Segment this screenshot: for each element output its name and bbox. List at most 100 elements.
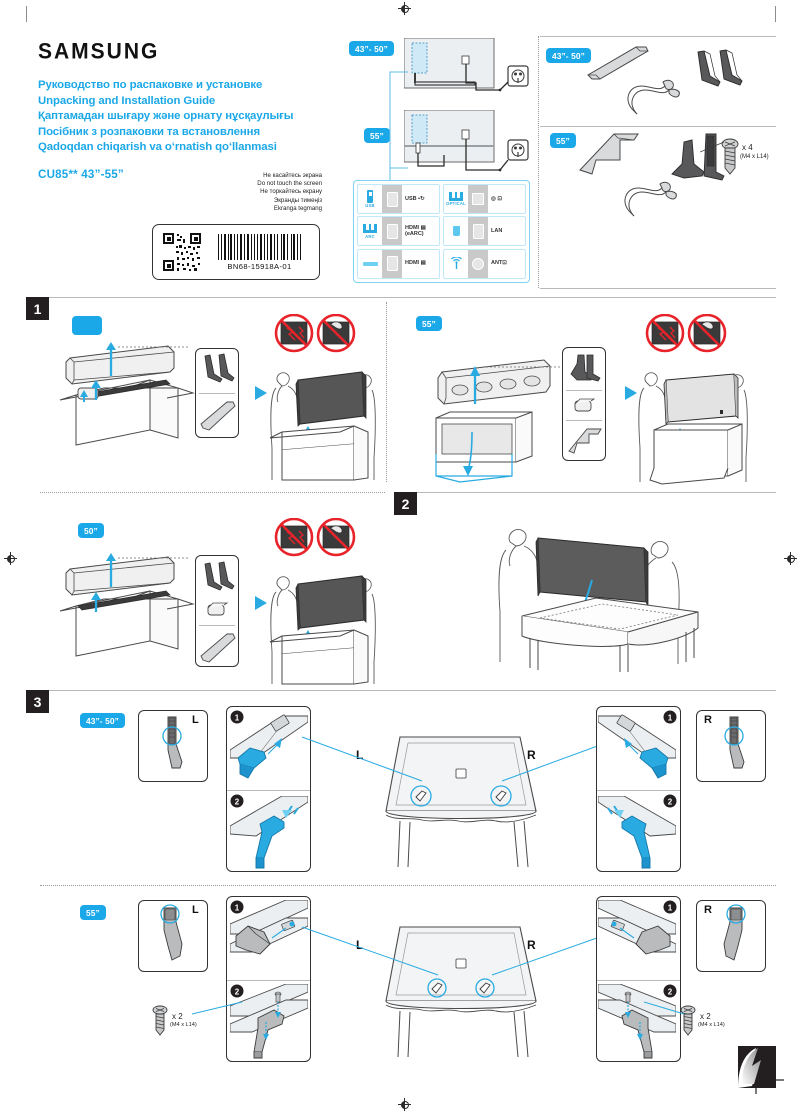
prohibition-icons-step1-43 (274, 314, 356, 353)
warning-uz: Ekranga tegmang (273, 204, 322, 212)
svg-text:1: 1 (668, 713, 673, 722)
crop-line-top-right (775, 6, 776, 22)
arc-icon-label: ARC (365, 233, 375, 239)
hdmi-icon (358, 261, 382, 266)
accessories-divider-left (538, 36, 539, 288)
step3-row-divider (40, 885, 776, 886)
step3-substep2-badge-right-43: 2 (663, 794, 677, 808)
screw-leader-step3-left-55 (192, 1001, 243, 1015)
step1-parts-divider1-55 (566, 390, 602, 391)
accessory-cable-tie-55 (624, 181, 677, 217)
step3-install-right-55-sub1 (598, 900, 676, 955)
accessory-cover-55 (579, 133, 639, 175)
guide-titles: Руководство по распаковке и установке Un… (38, 78, 338, 156)
qr-code-icon (163, 233, 201, 271)
optical-port-text: ◎ ⊡ (491, 195, 502, 202)
step1-unpack-illustration-43 (59, 342, 195, 446)
port-row-hdmi-earc: ARC HDMI ▤ (eARC) (357, 216, 440, 247)
step1-unpack-illustration-50 (59, 553, 195, 657)
screw-count-step3-left-55: x 2 (172, 1012, 183, 1021)
screw-icon-step3-right-55 (680, 1005, 696, 1036)
barcode: BN68-15918A-01 (210, 233, 309, 271)
registration-mark-top (398, 2, 411, 15)
accessory-cover-43-50 (587, 46, 649, 80)
step1-parts-cover-43 (200, 401, 236, 431)
registration-mark-bottom (398, 1098, 411, 1111)
screw-spec-step3-left-55: (M4 x L14) (170, 1022, 197, 1028)
step3-substep1-badge-right-55: 1 (663, 900, 677, 914)
samsung-logo: SAMSUNG (38, 39, 160, 64)
svg-text:1: 1 (668, 903, 673, 912)
tv-back-diagram-43-50 (404, 38, 529, 92)
accessory-stand-legs-43-50 (697, 49, 743, 87)
badge-tv-back-55: 55” (364, 128, 390, 143)
step1-lift-illustration-55 (638, 372, 748, 485)
usb-port-shape (382, 185, 402, 213)
step1-parts-cover-55 (568, 428, 602, 454)
registration-mark-left (4, 552, 17, 565)
step3-marker-R-55: R (527, 938, 536, 952)
badge-step1-43 (72, 316, 102, 335)
step1-parts-cover-50 (200, 633, 236, 663)
page-turn-mark (738, 1046, 784, 1094)
step3-callout-line-left-55 (301, 926, 439, 976)
usb-icon-label: USB (365, 203, 375, 209)
ports-left-column: USB USB ▪↻ ARC HDMI ▤ (eARC) HDMI ▤ (357, 184, 440, 279)
antenna-port-shape (468, 249, 488, 278)
warning-kk: Экранды тимеңіз (273, 196, 322, 204)
step3-top-rule (26, 690, 776, 691)
screw-leader-line (700, 141, 725, 153)
title-kk: Қаптамадан шығару және орнату нұсқаулығы (38, 110, 294, 123)
screw-count-step3-right-55: x 2 (700, 1012, 711, 1021)
step3-right-marker-43: R (704, 714, 712, 726)
step3-install-left-43-sub1 (230, 714, 308, 779)
warning-ru: Не касайтесь экрана (263, 172, 322, 179)
step-1-number: 1 (26, 297, 49, 320)
step3-install-left-55-sub1 (230, 900, 308, 955)
hdmi-port-text: HDMI ▤ (405, 260, 426, 267)
step3-table-tv-43-50 (385, 736, 537, 868)
step1-bottom-divider (40, 492, 385, 493)
step1-parts-clip-50 (207, 602, 229, 616)
usb-icon: USB (358, 189, 382, 209)
badge-step3-55: 55” (80, 905, 106, 920)
badge-step1-55: 55” (416, 316, 442, 331)
antenna-icon (444, 257, 468, 270)
crop-line-top-left (26, 6, 27, 22)
step3-substep2-badge-right-55: 2 (663, 984, 677, 998)
accessories-divider-top (540, 36, 776, 37)
step3-substep-divider-left-55 (227, 980, 310, 981)
step3-marker-R-43: R (527, 748, 536, 762)
step-2-number: 2 (394, 492, 417, 515)
port-row-optical: OPTICAL ◎ ⊡ (443, 184, 526, 214)
step1-parts-legs-50 (204, 561, 235, 591)
title-en: Unpacking and Installation Guide (38, 94, 216, 107)
badge-step3-43-50: 43”- 50” (80, 713, 125, 728)
warning-en: Do not touch the screen (257, 180, 322, 188)
step3-install-left-43-sub2 (230, 796, 308, 869)
step3-substep2-badge-left-43: 2 (230, 794, 244, 808)
svg-text:1: 1 (235, 903, 240, 912)
accessory-cable-tie-43-50 (627, 79, 680, 115)
step3-left-marker-43: L (192, 714, 199, 726)
ports-right-column: OPTICAL ◎ ⊡ LAN (443, 184, 526, 279)
step3-leg-left-43 (162, 716, 183, 769)
ports-callout-line (389, 71, 408, 180)
screw-icon-accessories (721, 138, 739, 175)
port-row-antenna: ANT⊡ (443, 248, 526, 279)
step2-top-rule (394, 492, 776, 493)
step1-lift-illustration-43 (269, 371, 376, 481)
usb-port-text: USB ▪↻ (405, 195, 425, 202)
arc-icon: ARC (358, 224, 382, 239)
step3-substep1-badge-left-43: 1 (230, 710, 244, 724)
registration-mark-right (784, 552, 797, 565)
step1-arrow-50 (255, 596, 267, 610)
prohibition-icons-step1-55 (645, 314, 727, 353)
title-ru: Руководство по распаковке и установке (38, 79, 263, 91)
step3-substep-divider-right-55 (597, 980, 680, 981)
step1-unpack-illustration-55 (435, 359, 560, 483)
badge-step1-50: 50” (78, 523, 104, 538)
lan-port-shape (468, 217, 488, 246)
accessories-divider-mid (540, 126, 776, 127)
